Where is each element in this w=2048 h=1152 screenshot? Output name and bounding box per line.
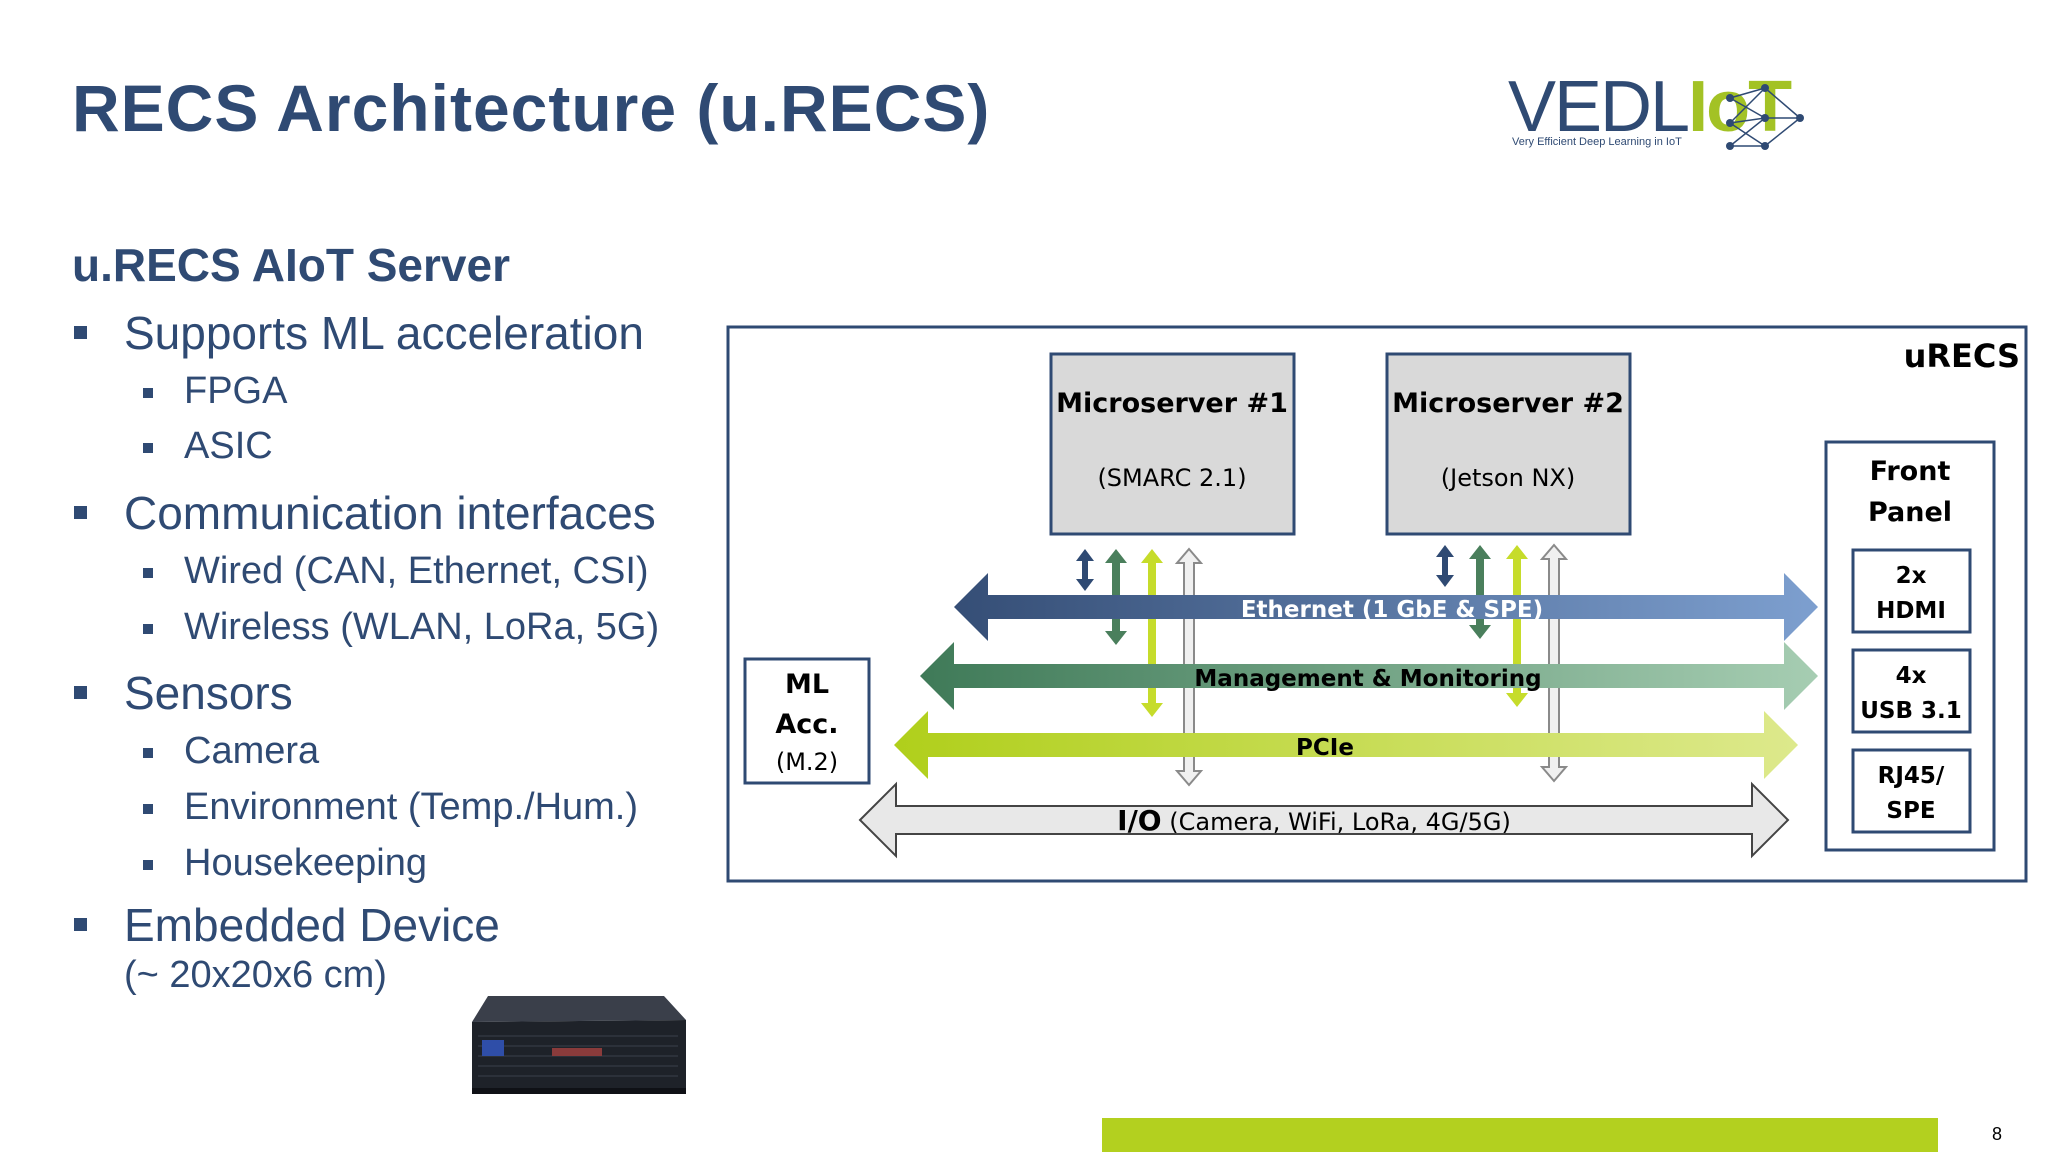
pcie-bus-label: PCIe (1296, 735, 1354, 761)
front-panel-title-2: Panel (1868, 497, 1952, 528)
port-rj45-line2: SPE (1886, 798, 1935, 824)
logo-tagline: Very Efficient Deep Learning in IoT (1512, 136, 1682, 148)
logo-accent-text: IoT (1688, 67, 1792, 147)
sub-bullet-item: Housekeeping (184, 842, 427, 884)
microserver-1-box (1049, 352, 1296, 536)
urecs-architecture-diagram: uRECS Microserver #1 (SMARC 2.1) Microse… (726, 325, 2028, 883)
embedded-device-image (472, 996, 686, 1094)
ml-acc-line3: (M.2) (776, 748, 838, 776)
sub-bullet-marker (143, 748, 153, 758)
io-bus-label-rest: (Camera, WiFi, LoRa, 4G/5G) (1162, 808, 1511, 836)
port-hdmi-box (1851, 548, 1972, 634)
bullet-item: Supports ML acceleration (124, 307, 644, 359)
vedliot-logo: VEDLIoT Very Efficient Deep Learning in … (1508, 66, 1808, 166)
section-subtitle: u.RECS AIoT Server (72, 239, 510, 291)
ml-acc-line1: ML (785, 669, 829, 700)
port-hdmi-line2: HDMI (1876, 598, 1946, 624)
microserver-2-box (1385, 352, 1632, 536)
sub-bullet-item: Wired (CAN, Ethernet, CSI) (184, 550, 649, 592)
sub-bullet-marker (143, 804, 153, 814)
sub-bullet-item: Camera (184, 730, 320, 772)
io-bus-arrow (858, 781, 1790, 859)
io-bus-label-bold: I/O (1117, 804, 1161, 837)
ethernet-connector-icon (1076, 549, 1094, 591)
management-bus-arrow (920, 642, 1818, 710)
bullet-item: Communication interfaces (124, 487, 656, 539)
io-bus-label: I/O (Camera, WiFi, LoRa, 4G/5G) (1117, 804, 1511, 837)
pcie-connector-icon (1506, 545, 1528, 707)
logo-main-text: VEDL (1508, 67, 1690, 147)
ml-acc-line2: Acc. (775, 709, 838, 740)
sub-bullet-marker (143, 860, 153, 870)
front-panel-title-1: Front (1870, 456, 1951, 487)
sub-bullet-marker (143, 624, 153, 634)
port-usb-line2: USB 3.1 (1860, 698, 1962, 724)
microserver-1-sub: (SMARC 2.1) (1097, 464, 1246, 492)
port-rj45-line1: RJ45/ (1878, 763, 1945, 789)
bullet-item: Sensors (124, 667, 293, 719)
ethernet-connector-icon (1436, 545, 1454, 587)
dimensions-note: (~ 20x20x6 cm) (124, 954, 387, 996)
microserver-2-name: Microserver #2 (1392, 388, 1624, 419)
management-connector-icon (1469, 545, 1491, 639)
pcie-connector-icon (1141, 549, 1163, 717)
management-bus-label: Management & Monitoring (1194, 666, 1541, 692)
sub-bullet-marker (143, 568, 153, 578)
ethernet-bus-arrow (954, 573, 1818, 641)
ethernet-bus-label: Ethernet (1 GbE & SPE) (1241, 597, 1543, 623)
page-number: 8 (1992, 1124, 2003, 1144)
bullet-item: Embedded Device (124, 899, 500, 951)
footer-accent-bar (1102, 1118, 1938, 1152)
bullet-marker (74, 918, 87, 931)
pcie-bus-arrow (894, 711, 1798, 779)
sub-bullet-marker (143, 443, 153, 453)
port-usb-line1: 4x (1896, 663, 1927, 689)
sub-bullet-item: FPGA (184, 370, 288, 412)
slide-title: RECS Architecture (u.RECS) (72, 71, 991, 145)
bullet-marker (74, 506, 87, 519)
neural-network-icon (1726, 84, 1804, 150)
bullet-marker (74, 326, 87, 339)
sub-bullet-marker (143, 388, 153, 398)
microserver-1-name: Microserver #1 (1056, 388, 1288, 419)
port-hdmi-line1: 2x (1896, 563, 1927, 589)
ml-acc-box (743, 657, 871, 785)
microserver-2-sub: (Jetson NX) (1441, 464, 1575, 492)
sub-bullet-item: Wireless (WLAN, LoRa, 5G) (184, 606, 660, 648)
sub-bullet-item: ASIC (184, 425, 273, 467)
port-rj45-box (1851, 748, 1972, 834)
io-connector-icon (1539, 543, 1569, 783)
urecs-label: uRECS (1904, 337, 2020, 375)
sub-bullet-item: Environment (Temp./Hum.) (184, 786, 639, 828)
bullet-marker (74, 686, 87, 699)
port-usb-box (1851, 648, 1972, 734)
